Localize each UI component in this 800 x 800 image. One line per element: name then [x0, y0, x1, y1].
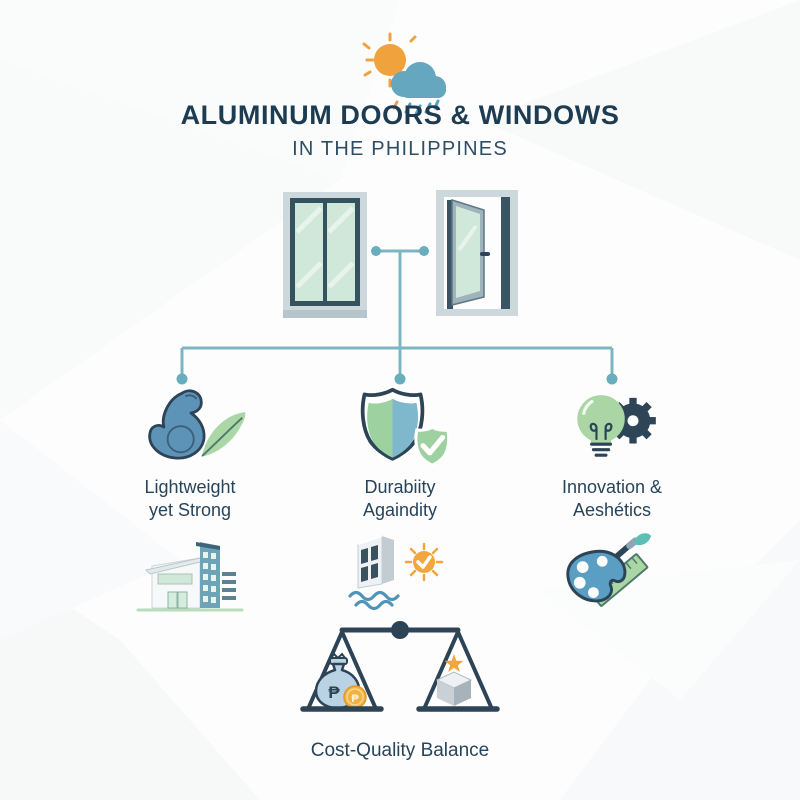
icon-slot: [340, 386, 460, 470]
subicon-slot: [330, 530, 470, 615]
lightbulb-gear-icon: [577, 395, 656, 457]
building-water-sun-icon: [348, 535, 444, 611]
muscle-feather-icon: [148, 389, 246, 460]
header: ALUMINUM DOORS & WINDOWS IN THE PHILIPPI…: [0, 100, 800, 161]
column-lightweight: Lightweight yet Strong: [100, 386, 280, 615]
label-line-1: Innovation &: [561, 477, 663, 497]
window-icon: [283, 192, 367, 318]
peso-coin-icon: ₱: [343, 685, 367, 709]
page-title: ALUMINUM DOORS & WINDOWS: [180, 100, 620, 130]
label-line-2: yet Strong: [148, 500, 232, 520]
label-line-2: Againdity: [362, 500, 438, 520]
page-subtitle: IN THE PHILIPPINES: [292, 138, 508, 160]
column-durability: Durabiity Againdity: [310, 386, 490, 615]
column-label: Lightweight yet Strong: [144, 476, 235, 526]
palette-ruler-icon: [566, 533, 652, 607]
label-line-1: Lightweight: [144, 477, 236, 497]
star-icon: [444, 654, 464, 672]
balance-scale-icon: ₱ ₱: [300, 621, 500, 712]
quality-cube-icon: [435, 671, 473, 706]
shield-check-icon: [360, 387, 451, 467]
coin-currency-symbol: ₱: [351, 693, 359, 705]
footer-label: Cost-Quality Balance: [310, 740, 490, 761]
connector-tree: [176, 246, 618, 385]
label-line-1: Durabiity: [364, 477, 436, 497]
column-label: Innovation & Aeshétics: [562, 476, 662, 526]
icon-slot: [557, 386, 667, 470]
column-label: Durabiity Againdity: [363, 476, 437, 526]
modern-building-icon: [136, 542, 244, 612]
sun-rain-cloud-icon: [362, 32, 446, 116]
bag-currency-symbol: ₱: [328, 683, 340, 702]
column-innovation: Innovation & Aeshétics: [522, 386, 702, 618]
subicon-slot: [130, 530, 250, 615]
open-door-icon: [436, 190, 518, 316]
label-line-2: Aeshétics: [572, 500, 652, 520]
subicon-slot: [557, 530, 667, 618]
icon-slot: [125, 386, 255, 470]
